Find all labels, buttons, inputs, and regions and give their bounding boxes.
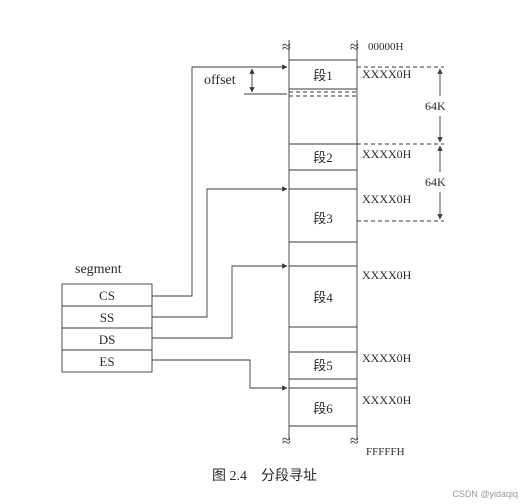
ss-to-segment-3-arrow <box>152 186 288 318</box>
watermark: CSDN @yidaqiq <box>452 489 518 499</box>
register-title: segment <box>75 262 122 277</box>
segment-4-label: 段4 <box>313 290 333 305</box>
segment-3-base-address: XXXX0H <box>362 192 412 206</box>
register-connectors <box>152 64 288 391</box>
segment-register-box: segment CS SS DS ES <box>61 262 153 373</box>
segment-1-base-address: XXXX0H <box>362 67 412 81</box>
size-brackets: 64K 64K <box>357 66 446 222</box>
figure-caption: 图 2.4 分段寻址 <box>212 468 317 484</box>
segment-2-base-address: XXXX0H <box>362 147 412 161</box>
segment-4-base-address: XXXX0H <box>362 268 412 282</box>
address-labels: 00000H XXXX0H XXXX0H XXXX0H XXXX0H XXXX0… <box>362 41 412 458</box>
break-mark-icon: ≈ <box>350 39 359 56</box>
offset-label: offset <box>204 73 236 88</box>
segment-1-label: 段1 <box>313 68 333 83</box>
size-1-label: 64K <box>425 99 446 113</box>
ds-to-segment-4-arrow <box>152 263 288 339</box>
segment-6-base-address: XXXX0H <box>362 393 412 407</box>
segment-3-label: 段3 <box>313 211 333 226</box>
segment-5-base-address: XXXX0H <box>362 351 412 365</box>
segment-5-label: 段5 <box>313 358 333 373</box>
offset-annotation: offset <box>204 66 287 95</box>
register-ds: DS <box>99 332 116 347</box>
cs-to-segment-1-arrow <box>152 64 288 297</box>
end-address: FFFFFH <box>366 446 405 458</box>
segment-2-label: 段2 <box>313 150 333 165</box>
break-mark-icon: ≈ <box>282 39 291 56</box>
break-mark-icon: ≈ <box>282 433 291 450</box>
size-2-label: 64K <box>425 175 446 189</box>
register-es: ES <box>99 354 114 369</box>
register-ss: SS <box>100 310 114 325</box>
segment-6-label: 段6 <box>313 401 333 416</box>
register-cs: CS <box>99 288 115 303</box>
es-to-segment-6-arrow <box>152 359 288 391</box>
break-mark-icon: ≈ <box>350 433 359 450</box>
start-address: 00000H <box>368 41 404 53</box>
memory-column: ≈ ≈ ≈ ≈ 段1 段2 段3 段4 段5 段6 <box>282 39 359 450</box>
